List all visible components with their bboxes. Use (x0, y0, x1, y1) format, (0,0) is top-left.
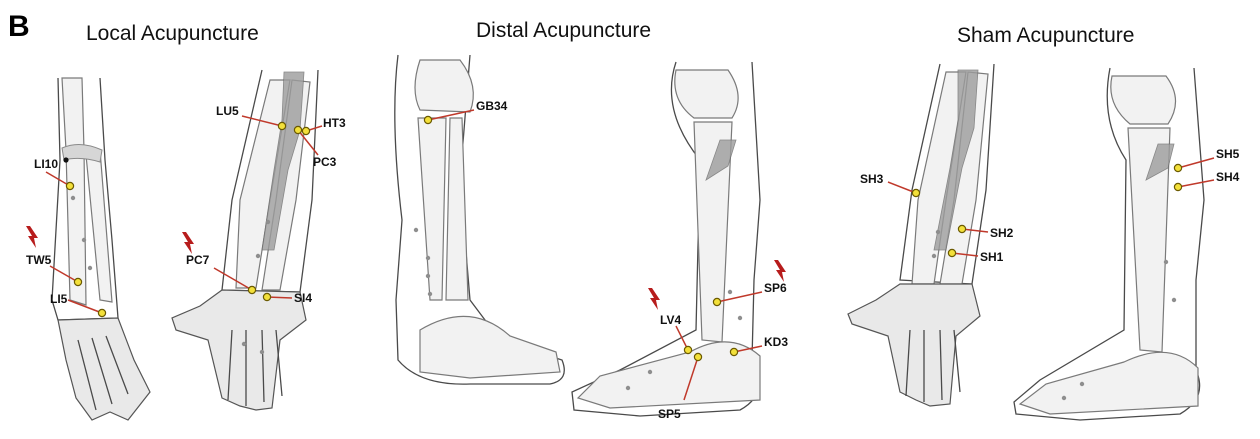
panel-letter: B (8, 10, 30, 43)
acupoint-lv4: LV4 (660, 313, 692, 354)
point-label-sp5: SP5 (658, 407, 681, 421)
point-label-gb34: GB34 (476, 99, 508, 113)
point-label-pc7: PC7 (186, 253, 210, 267)
acupoint-ht3: HT3 (302, 116, 346, 135)
acupoint-sh3: SH3 (860, 172, 920, 197)
sham-forearm-illustration (848, 64, 994, 406)
lightning-bolt-icon (26, 226, 38, 248)
point-label-kd3: KD3 (764, 335, 788, 349)
point-label-sh1: SH1 (980, 250, 1004, 264)
acupoint-sh4: SH4 (1174, 170, 1239, 191)
point-label-sh4: SH4 (1216, 170, 1240, 184)
point-label-lv4: LV4 (660, 313, 681, 327)
point-label-lu5: LU5 (216, 104, 239, 118)
point-label-pc3: PC3 (313, 155, 337, 169)
title-distal-acupuncture: Distal Acupuncture (476, 19, 651, 42)
point-label-sh3: SH3 (860, 172, 884, 186)
local-forearm-dorsal-illustration (52, 78, 150, 420)
local-forearm-volar-illustration (172, 70, 318, 410)
point-label-tw5: TW5 (26, 253, 52, 267)
sham-leg-illustration (1014, 68, 1204, 420)
lightning-bolt-icon (774, 260, 786, 282)
lightning-bolt-icon (182, 232, 194, 254)
acupoint-sh5: SH5 (1174, 147, 1239, 172)
point-label-li5: LI5 (50, 292, 68, 306)
point-label-sh5: SH5 (1216, 147, 1240, 161)
point-label-sh2: SH2 (990, 226, 1014, 240)
lightning-bolt-icon (648, 288, 660, 310)
point-label-si4: SI4 (294, 291, 312, 305)
point-label-ht3: HT3 (323, 116, 346, 130)
distal-leg-medial-illustration (572, 62, 760, 416)
title-local-acupuncture: Local Acupuncture (86, 22, 259, 45)
point-label-sp6: SP6 (764, 281, 787, 295)
title-sham-acupuncture: Sham Acupuncture (957, 24, 1134, 47)
point-label-li10: LI10 (34, 157, 58, 171)
